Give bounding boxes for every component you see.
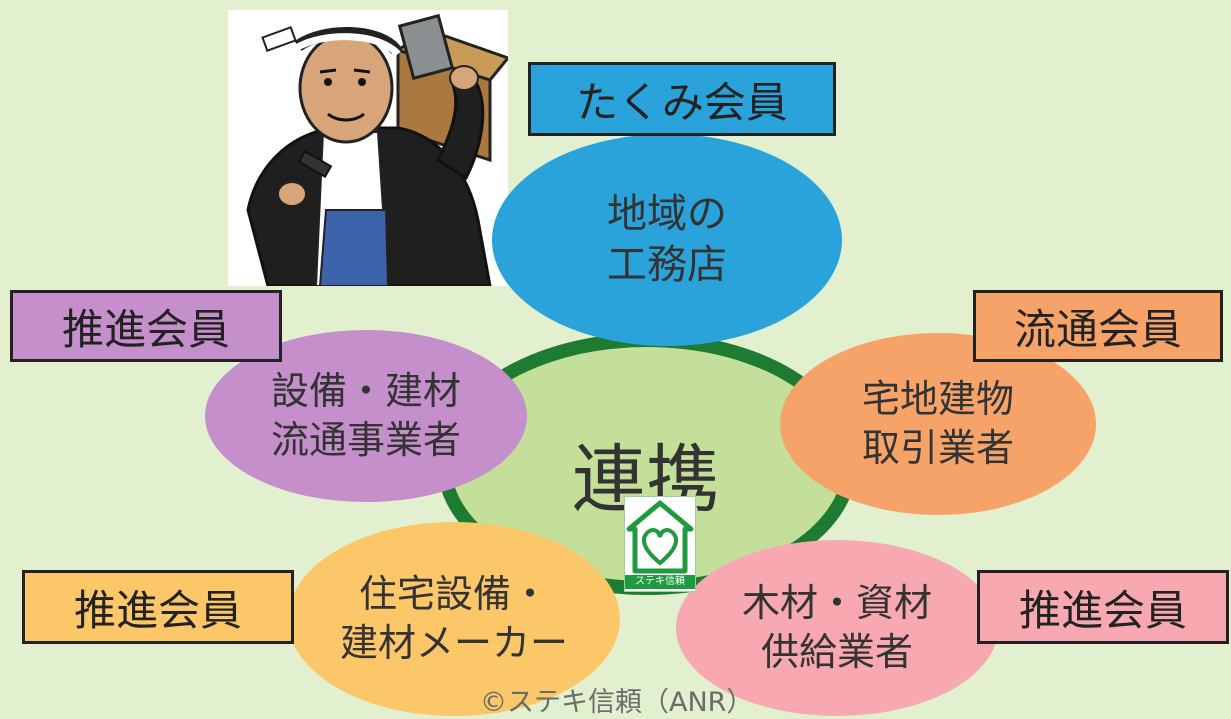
tag-maker: 推進会員: [22, 570, 294, 644]
logo-text: ステキ信頼: [625, 575, 695, 589]
suteki-logo: ステキ信頼: [624, 496, 696, 592]
tag-distributor: 推進会員: [10, 290, 282, 362]
node-maker-text: 住宅設備・ 建材メーカー: [339, 572, 568, 665]
copyright-text: ©ステキ信頼（ANR）: [480, 687, 754, 718]
node-realestate: 宅地建物 取引業者: [780, 333, 1096, 515]
node-distributor-text: 設備・建材 流通事業者: [270, 369, 461, 462]
node-maker: 住宅設備・ 建材メーカー: [288, 522, 620, 716]
node-builder: 地域の 工務店: [492, 134, 842, 346]
heart-house-icon: [626, 500, 694, 574]
node-builder-text: 地域の 工務店: [607, 190, 727, 288]
tag-builder: たくみ会員: [528, 62, 836, 136]
tag-timber: 推進会員: [977, 570, 1229, 644]
node-timber: 木材・資材 供給業者: [676, 540, 998, 716]
artisan-illustration: [228, 10, 511, 288]
node-timber-text: 木材・資材 供給業者: [741, 581, 932, 674]
node-realestate-text: 宅地建物 取引業者: [861, 377, 1014, 470]
tag-realestate: 流通会員: [973, 290, 1223, 362]
